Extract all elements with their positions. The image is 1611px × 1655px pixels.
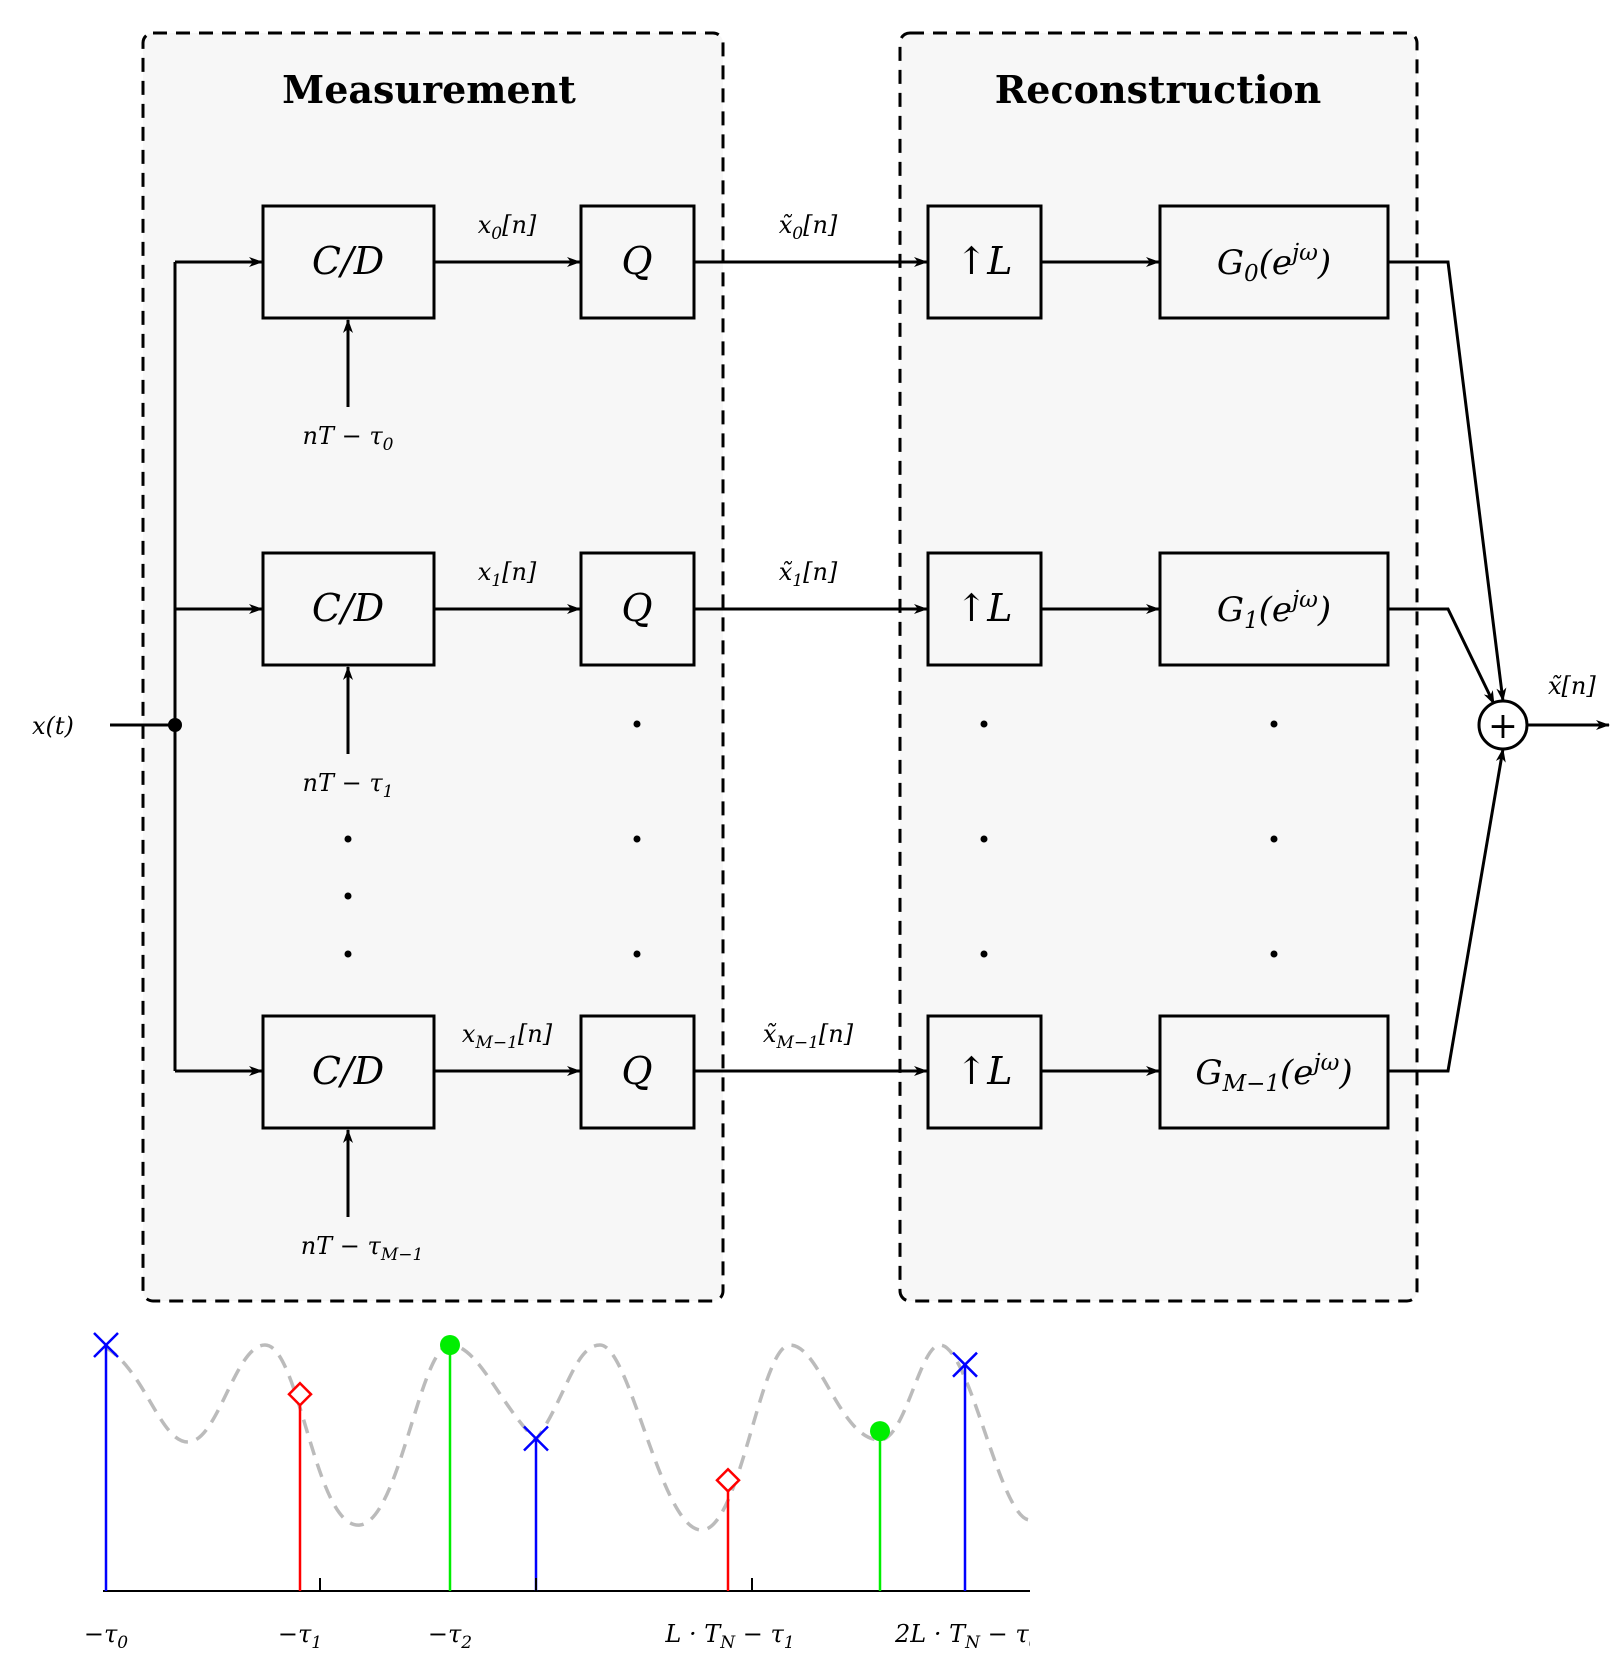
g-to-adder-0 (1388, 260, 1507, 702)
x-label-1: x1[n] (478, 558, 537, 591)
channel-1: C/D nT − τ1 x1[n] Q x̃1[n] ↑L G1(ejω) (175, 551, 1496, 802)
sample-cross-marker (523, 1425, 549, 1452)
tick-label-tau0: −τ0 (84, 1620, 128, 1653)
g-to-adder-2 (1388, 748, 1506, 1073)
cd-label-2: C/D (312, 1049, 384, 1093)
xt-label-2: x̃M−1[n] (763, 1020, 854, 1053)
dot (633, 720, 641, 728)
g-to-adder-1 (1388, 607, 1496, 705)
dot (344, 950, 352, 958)
q-label-0: Q (621, 239, 652, 283)
x-label-0: x0[n] (478, 211, 537, 244)
xt-label-0: x̃0[n] (779, 211, 838, 244)
sample-dot-marker (870, 1421, 890, 1442)
axis-ticks (319, 1578, 753, 1591)
up-block-1 (926, 551, 1043, 667)
up-label-0: ↑L (955, 239, 1012, 283)
q-block-2 (579, 1014, 696, 1130)
tick-label-tau1: −τ1 (278, 1620, 322, 1653)
cd-block-1 (261, 551, 436, 667)
sample-cross-marker (93, 1332, 119, 1358)
reconstruction-title: Reconstruction (995, 67, 1322, 112)
dot (344, 892, 352, 900)
sample-diamond-marker (287, 1381, 313, 1407)
up-label-2: ↑L (955, 1049, 1012, 1093)
sample-dot-marker (440, 1335, 460, 1355)
dot (980, 950, 988, 958)
dot (633, 835, 641, 843)
up-block-0 (926, 204, 1043, 320)
clipped-label-area: 2L · TN − τ0 (894, 1620, 1040, 1653)
signal-curve (104, 1343, 1031, 1532)
channel-m-1: C/D nT − τM−1 xM−1[n] Q x̃M−1[n] ↑L GM−1… (175, 748, 1506, 1265)
clock-label-2: nT − τM−1 (301, 1232, 424, 1265)
channel-0: C/D nT − τ0 x0[n] Q x̃0[n] ↑L G0(ejω) (175, 204, 1507, 702)
xt-label-1: x̃1[n] (779, 558, 838, 591)
g-label-1: G1(ejω) (1217, 587, 1331, 634)
dot (1270, 720, 1278, 728)
dot (980, 720, 988, 728)
clock-label-1: nT − τ1 (303, 769, 394, 802)
q-label-2: Q (621, 1049, 652, 1093)
up-label-1: ↑L (955, 586, 1012, 630)
continuation-dots (344, 720, 1278, 958)
cd-block-2 (261, 1014, 436, 1130)
q-block-0 (579, 204, 696, 320)
g-label-2: GM−1(ejω) (1195, 1050, 1352, 1097)
measurement-panel (141, 31, 725, 1303)
adder-symbol: + (1488, 706, 1518, 747)
dot (980, 835, 988, 843)
dot (1270, 835, 1278, 843)
g-block-0 (1158, 204, 1390, 320)
q-label-1: Q (621, 586, 652, 630)
sample-cross-marker (952, 1351, 978, 1378)
dot (633, 950, 641, 958)
reconstruction-panel (898, 31, 1419, 1303)
tick-label-2ltn-tau0: 2L · TN − τ0 (894, 1620, 1040, 1653)
sampling-timeline: −τ0 −τ1 −τ2 L · TN − τ1 2L · TN − τ0 (84, 1332, 1040, 1653)
clock-label-0: nT − τ0 (303, 422, 394, 455)
sample-diamond-marker (715, 1467, 741, 1494)
input-label: x(t) (32, 712, 74, 740)
cd-label-0: C/D (312, 239, 384, 283)
g-label-0: G0(ejω) (1217, 240, 1331, 287)
measurement-title: Measurement (282, 67, 576, 112)
dot (344, 835, 352, 843)
cd-label-1: C/D (312, 586, 384, 630)
dot (1270, 950, 1278, 958)
q-block-1 (579, 551, 696, 667)
tick-label-tau2: −τ2 (428, 1620, 472, 1653)
tick-label-ltn-tau1: L · TN − τ1 (664, 1620, 794, 1653)
x-label-2: xM−1[n] (462, 1020, 553, 1053)
sample-stems (93, 1332, 978, 1591)
output-label: x̃[n] (1548, 672, 1596, 700)
